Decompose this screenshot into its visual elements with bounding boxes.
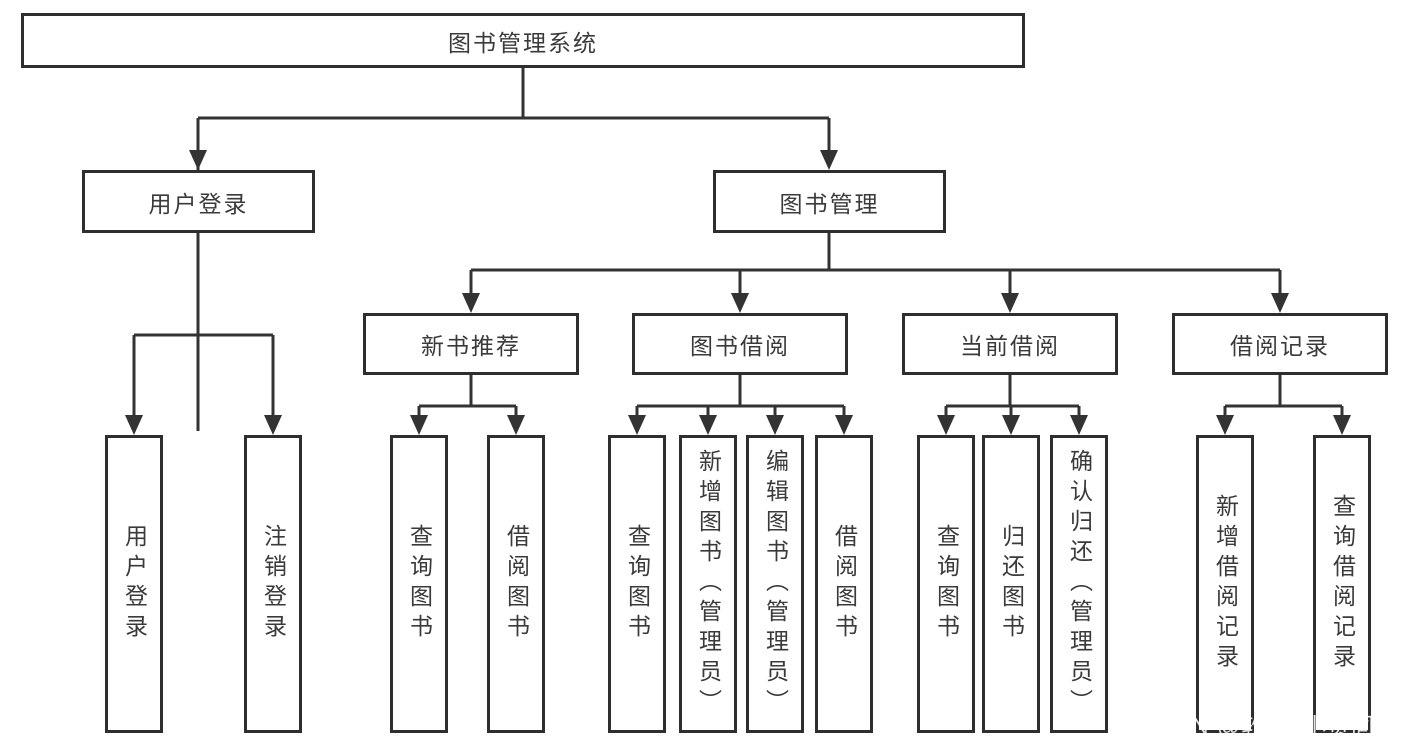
leaf-add-books-admin: 新增图书（管理员） (679, 435, 737, 733)
node-borrowing-records: 借阅记录 (1172, 313, 1388, 375)
connector-book-management-branch (469, 233, 1282, 303)
node-label: 图书管理系统 (448, 29, 598, 56)
connector-borrow-record-branch (1223, 375, 1344, 425)
leaf-confirm-return-admin: 确认归还（管理员） (1050, 435, 1108, 733)
node-label: 借阅图书 (503, 524, 530, 644)
node-current-borrowing: 当前借阅 (902, 313, 1118, 375)
connector-new-book-branch (417, 375, 518, 425)
node-label: 新书推荐 (421, 333, 521, 359)
leaf-borrow-books-recommend: 借阅图书 (487, 435, 545, 733)
node-library-management-system: 图书管理系统 (21, 13, 1025, 68)
node-label: 当前借阅 (960, 333, 1060, 359)
node-label: 查询图书 (406, 524, 433, 644)
node-label: 确认归还（管理员） (1066, 449, 1093, 719)
node-label: 图书借阅 (690, 333, 790, 359)
csdn-watermark: CSDN @软件_小贺同学 (1140, 713, 1399, 739)
node-label: 归还图书 (998, 524, 1025, 644)
node-label: 查询图书 (624, 524, 651, 644)
leaf-edit-books-admin: 编辑图书（管理员） (746, 435, 804, 733)
node-book-management: 图书管理 (713, 170, 946, 233)
node-label: 查询图书 (933, 524, 960, 644)
node-label: 用户登录 (148, 190, 249, 217)
leaf-query-books-current: 查询图书 (917, 435, 975, 733)
leaf-query-borrow-record: 查询借阅记录 (1313, 435, 1371, 733)
node-label: 借阅记录 (1230, 333, 1330, 359)
node-label: 用户登录 (121, 524, 148, 644)
node-label: 图书管理 (779, 190, 880, 217)
leaf-return-books: 归还图书 (982, 435, 1040, 733)
node-label: 新增借阅记录 (1212, 494, 1239, 674)
connector-book-borrow-branch (635, 375, 846, 425)
leaf-add-borrow-record: 新增借阅记录 (1196, 435, 1254, 733)
node-new-book-recommendation: 新书推荐 (363, 313, 579, 375)
node-label: 新增图书（管理员） (695, 449, 722, 719)
leaf-query-books-borrow: 查询图书 (608, 435, 666, 733)
connector-root-branch (196, 68, 831, 431)
node-label: 借阅图书 (831, 524, 858, 644)
node-label: 注销登录 (260, 524, 287, 644)
leaf-borrow-books: 借阅图书 (815, 435, 873, 733)
arrowheads (125, 150, 1351, 435)
leaf-query-books-recommend: 查询图书 (390, 435, 448, 733)
node-book-borrowing: 图书借阅 (632, 313, 848, 375)
leaf-logout: 注销登录 (244, 435, 302, 733)
node-label: 编辑图书（管理员） (762, 449, 789, 719)
node-label: 查询借阅记录 (1329, 494, 1356, 674)
leaf-user-login: 用户登录 (105, 435, 163, 733)
connector-user-login-branch (132, 233, 275, 425)
node-user-login: 用户登录 (82, 170, 315, 233)
